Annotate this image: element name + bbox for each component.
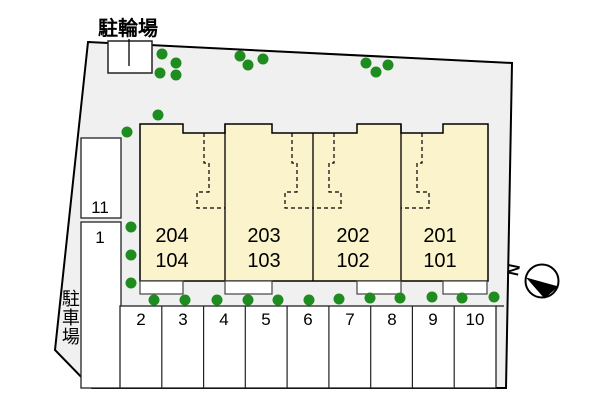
- tree-dot: [179, 294, 191, 306]
- tree-dot: [360, 57, 372, 69]
- parking-space-9-label: 9: [428, 310, 437, 329]
- parking-space-10-label: 10: [466, 310, 485, 329]
- tree-dot: [456, 292, 468, 304]
- unit-204-label: 204: [155, 225, 188, 247]
- tree-dot: [303, 294, 315, 306]
- unit-202-label: 202: [336, 225, 369, 247]
- parking-space-5-label: 5: [261, 310, 270, 329]
- entrance-porches: [139, 280, 488, 295]
- tree-dot: [370, 66, 382, 78]
- parking-space-1: [80, 221, 122, 389]
- bottom-parking-row: [119, 305, 497, 389]
- tree-dot: [242, 59, 254, 71]
- tree-dot: [382, 59, 394, 71]
- unit-104-label: 104: [155, 250, 188, 272]
- unit-101-label: 101: [423, 250, 456, 272]
- tree-dot: [272, 294, 284, 306]
- parking-space-1-label: 1: [95, 228, 104, 247]
- tree-dot: [234, 50, 246, 62]
- parking-space-7-label: 7: [345, 310, 354, 329]
- tree-dot: [125, 277, 137, 289]
- bottom-parking-labels: 2 3 4 5 6 7 8 9 10: [136, 310, 484, 329]
- tree-dot: [170, 57, 182, 69]
- stair-outlines: [196, 133, 430, 209]
- tree-dot: [488, 291, 500, 303]
- compass: N: [505, 263, 560, 299]
- unit-203-label: 203: [247, 225, 280, 247]
- unit-102-label: 102: [336, 250, 369, 272]
- parking-space-11: [80, 137, 122, 219]
- tree-dot: [257, 53, 269, 65]
- tree-dot: [121, 126, 133, 138]
- bicycle-parking-label: 駐輪場: [98, 16, 158, 40]
- trees-layer: [121, 48, 500, 306]
- tree-dot: [154, 67, 166, 79]
- bicycle-parking-area: [107, 40, 153, 74]
- unit-103-label: 103: [247, 250, 280, 272]
- tree-dot: [170, 69, 182, 81]
- tree-dot: [211, 294, 223, 306]
- parking-dividers: [161, 306, 455, 388]
- parking-space-11-label: 11: [91, 198, 109, 217]
- tree-dot: [156, 48, 168, 60]
- tree-dot: [426, 291, 438, 303]
- tree-dot: [125, 249, 137, 261]
- tree-dot: [125, 221, 137, 233]
- tree-dot: [394, 292, 406, 304]
- unit-201-label: 201: [423, 225, 456, 247]
- tree-dot: [152, 109, 164, 121]
- parking-space-2-label: 2: [136, 310, 145, 329]
- parking-space-3-label: 3: [178, 310, 187, 329]
- parking-space-6-label: 6: [303, 310, 312, 329]
- car-parking-label: 駐車場: [59, 289, 80, 346]
- tree-dot: [333, 293, 345, 305]
- tree-dot: [242, 294, 254, 306]
- compass-north-label: N: [505, 263, 524, 278]
- compass-needle-icon: [526, 277, 559, 299]
- parking-space-4-label: 4: [219, 310, 228, 329]
- unit-dividers: [224, 124, 402, 281]
- unit-labels: 204 104 203 103 202 102 201 101: [155, 225, 456, 272]
- tree-dot: [148, 294, 160, 306]
- parking-space-8-label: 8: [387, 310, 396, 329]
- tree-dot: [364, 292, 376, 304]
